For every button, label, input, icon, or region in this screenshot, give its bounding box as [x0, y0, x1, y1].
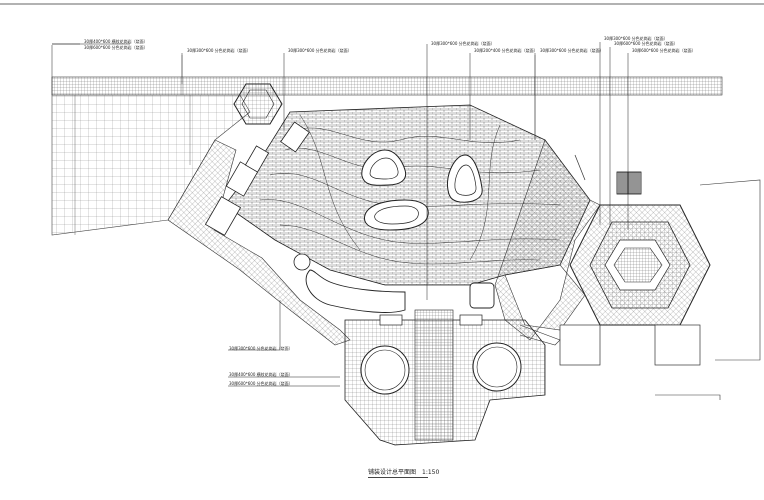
right-boundary-line [655, 394, 721, 400]
drawing-title-text: 铺装设计总平面图 [368, 469, 417, 476]
label-top-center-right-2: 30厚200*400 分色花岗岩（烧面） [474, 48, 538, 53]
label-top-right-4: 30厚600*600 分色花岗岩（烧面） [632, 48, 696, 53]
label-top-left-1: 30厚400*600 横纹花岗岩（烧面） [84, 39, 148, 44]
drawing-title: 铺装设计总平面图 1:150 [368, 467, 439, 476]
hexagon-pavilion-top [233, 83, 283, 125]
right-lower-blocks [559, 324, 701, 366]
small-round-planter [293, 253, 311, 271]
planter-right [446, 154, 483, 203]
small-square-planter [469, 282, 495, 309]
right-edge-lines [699, 179, 761, 361]
entrance-bench-right [459, 314, 483, 326]
label-top-center-right-1: 30厚300*600 分色花岗岩（烧面） [431, 41, 495, 46]
label-top-center-left: 30厚300*600 分色花岗岩（烧面） [187, 48, 251, 53]
lower-curved-planter [305, 269, 406, 313]
left-planter-boxes [204, 121, 310, 236]
label-top-right-2: 30厚300*600 分色花岗岩（烧面） [604, 36, 668, 41]
label-leaders-top [51, 42, 629, 300]
grille-feature [616, 171, 642, 195]
label-leaders-bottom [228, 300, 340, 387]
planter-top-left [361, 149, 407, 186]
planter-bottom [363, 199, 429, 231]
label-bottom-left-1: 30厚300*600 分色花岗岩（烧面） [229, 346, 293, 351]
tree-circle-right [472, 342, 522, 392]
label-bottom-left-2: 30厚400*600 横纹花岗岩（烧面） [229, 372, 293, 377]
label-top-left-2: 30厚600*600 分色花岗岩（烧面） [84, 45, 148, 50]
top-pavement-band [51, 76, 723, 96]
label-top-center: 30厚300*600 分色花岗岩（烧面） [288, 48, 352, 53]
left-diagonal-band [167, 139, 351, 346]
drawing-scale: 1:150 [422, 469, 440, 476]
entrance-bench-left [379, 314, 403, 326]
tree-circle-left [360, 345, 410, 395]
label-top-right-3: 30厚600*600 分色花岗岩（烧面） [614, 41, 678, 46]
label-top-right-1: 30厚300*600 分色花岗岩（烧面） [540, 48, 604, 53]
label-bottom-left-3: 30厚600*600 分色花岗岩（烧面） [229, 381, 293, 386]
entrance-strip [414, 309, 454, 441]
title-underline [368, 477, 428, 478]
